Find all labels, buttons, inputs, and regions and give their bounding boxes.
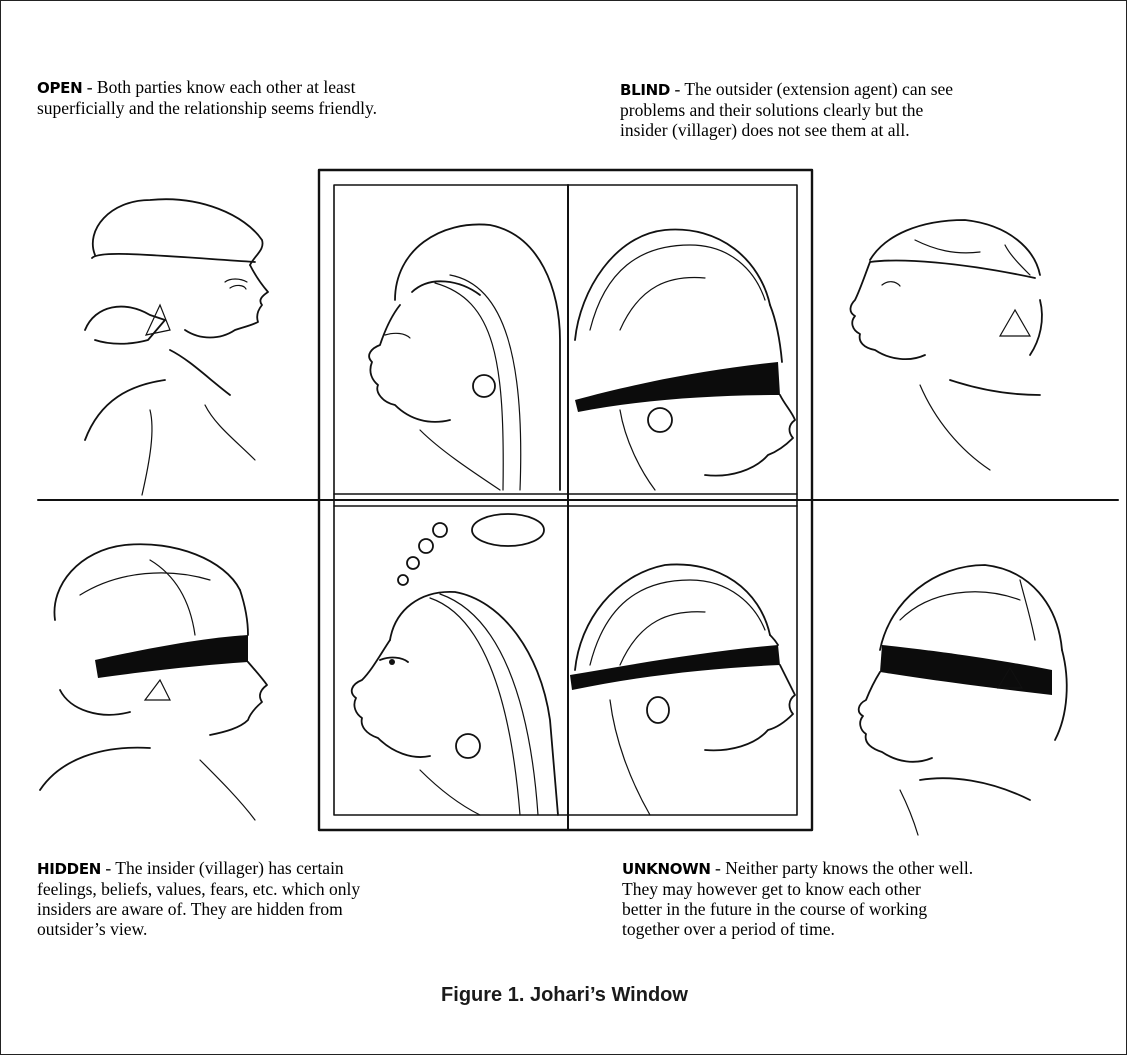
open-description: - Both parties know each other at least …	[37, 77, 377, 118]
thought-bubble	[472, 514, 544, 546]
eye	[389, 659, 395, 665]
outsider-head-top-left	[85, 199, 268, 495]
insider-head-blind	[575, 230, 795, 490]
insider-head-unknown	[570, 564, 795, 815]
thought-dot	[419, 539, 433, 553]
blind-term: BLIND	[620, 81, 670, 99]
unknown-quadrant-caption: UNKNOWN - Neither party knows the other …	[622, 858, 1112, 939]
blind-quadrant-caption: BLIND - The outsider (extension agent) c…	[620, 79, 1110, 140]
outsider-head-top-right	[850, 220, 1041, 470]
blind-description: - The outsider (extension agent) can see…	[620, 79, 953, 140]
insider-head-hidden	[352, 514, 558, 815]
thought-dot	[433, 523, 447, 537]
outsider-head-unknown-blindfold	[859, 565, 1067, 835]
hidden-term: HIDDEN	[37, 860, 101, 878]
thought-dot	[398, 575, 408, 585]
unknown-term: UNKNOWN	[622, 860, 711, 878]
hidden-quadrant-caption: HIDDEN - The insider (villager) has cert…	[37, 858, 517, 939]
open-quadrant-caption: OPEN - Both parties know each other at l…	[37, 77, 557, 118]
figure-title: Figure 1. Johari’s Window	[0, 984, 1129, 1007]
outsider-head-hidden-blindfold	[40, 544, 267, 820]
thought-dot	[407, 557, 419, 569]
insider-head-open	[369, 224, 560, 490]
open-term: OPEN	[37, 79, 82, 97]
